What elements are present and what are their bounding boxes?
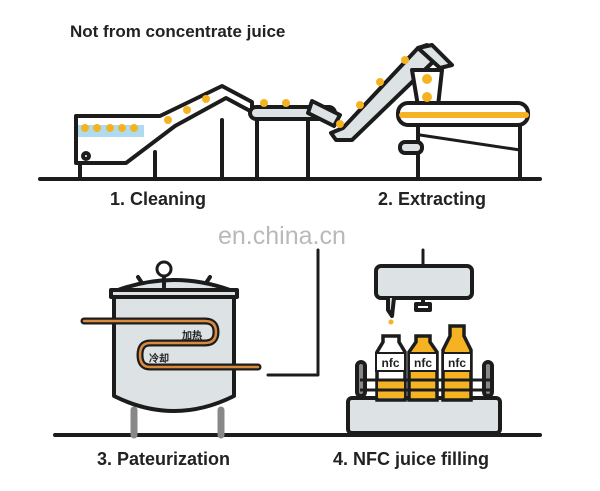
step-label-extracting: 2. Extracting (378, 189, 487, 209)
bottles (360, 324, 490, 402)
heating-label: 加热 (181, 329, 202, 342)
cleaning-machine (74, 84, 254, 181)
step-label-filling: 4. NFC juice filling (333, 449, 490, 469)
cooling-label: 冷却 (149, 352, 169, 365)
extractor (396, 68, 530, 181)
diagram-title: Not from concentrate juice (70, 22, 286, 41)
pasteurization-tank (80, 260, 262, 439)
fruits (81, 56, 432, 132)
watermark: en.china.cn (218, 222, 346, 250)
bottle-label-1: nfc (382, 356, 400, 370)
middle-conveyor (248, 99, 342, 181)
bottle-label-3: nfc (448, 356, 466, 370)
pressure-gauge-icon (155, 260, 173, 278)
step-label-pasteurization: 3. Pateurization (97, 449, 231, 469)
bottle-label-2: nfc (414, 356, 432, 370)
step-label-cleaning: 1. Cleaning (110, 189, 207, 209)
connecting-pipe (266, 248, 320, 377)
filling-machine (346, 248, 502, 435)
